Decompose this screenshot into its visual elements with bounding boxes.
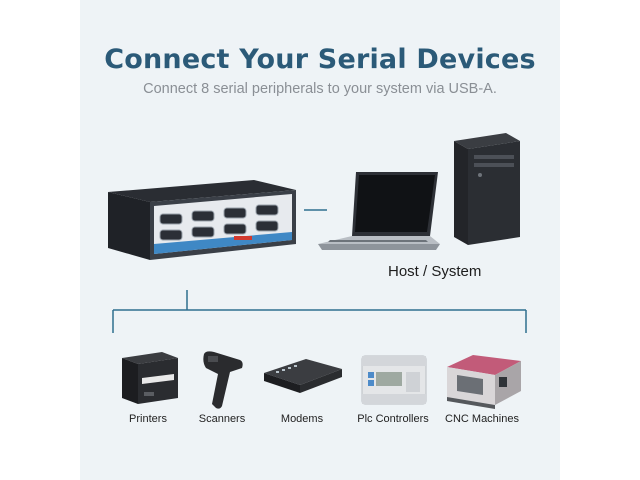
device-label-plc-controllers: Plc Controllers xyxy=(357,413,429,425)
device-label-modems: Modems xyxy=(280,413,324,425)
page-title: Connect Your Serial Devices xyxy=(104,44,536,75)
serial-hub-device-icon xyxy=(108,180,296,260)
desktop-tower-icon xyxy=(454,133,520,245)
page-subtitle: Connect 8 serial peripherals to your sys… xyxy=(143,81,497,97)
device-label-cnc-machines: CNC Machines xyxy=(445,413,519,425)
cnc-machine-icon xyxy=(447,355,521,409)
device-label-printers: Printers xyxy=(129,413,167,425)
barcode-scanner-icon xyxy=(203,351,243,409)
printer-icon xyxy=(122,352,178,404)
laptop-icon xyxy=(318,172,440,250)
host-system-label: Host / System xyxy=(388,263,482,280)
device-label-scanners: Scanners xyxy=(198,413,246,425)
plc-controller-icon xyxy=(361,355,427,405)
modem-icon xyxy=(264,359,342,393)
